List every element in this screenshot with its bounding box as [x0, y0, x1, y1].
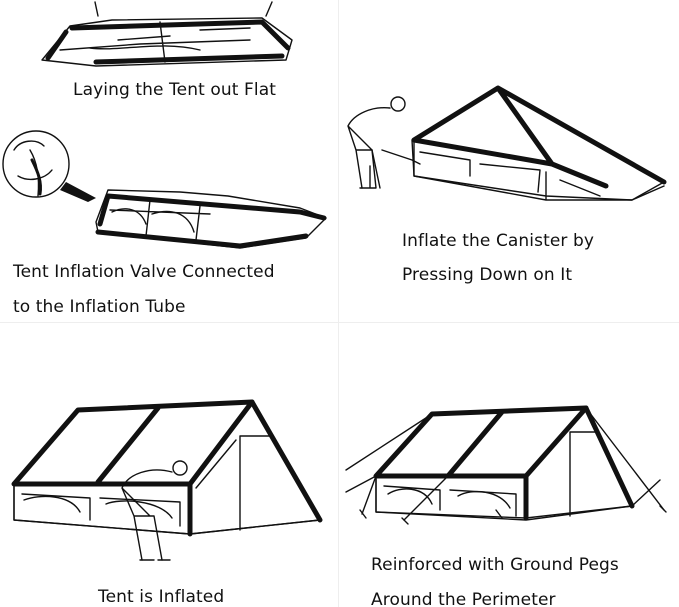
step-4-caption: Tent is Inflated [98, 587, 225, 607]
step-5-caption-line-1: Reinforced with Ground Pegs [371, 555, 619, 575]
step-5-caption-line-2: Around the Perimeter [371, 590, 556, 607]
step-2-caption-line-2: to the Inflation Tube [13, 297, 186, 317]
step-3-caption-line-1: Inflate the Canister by [402, 231, 595, 251]
step-2-caption-line-1: Tent Inflation Valve Connected [13, 262, 275, 282]
step-1-caption: Laying the Tent out Flat [73, 80, 276, 100]
panel-divider-vertical [338, 0, 339, 607]
panel-divider-horizontal [0, 322, 679, 323]
step-3-caption-line-2: Pressing Down on It [402, 265, 573, 285]
